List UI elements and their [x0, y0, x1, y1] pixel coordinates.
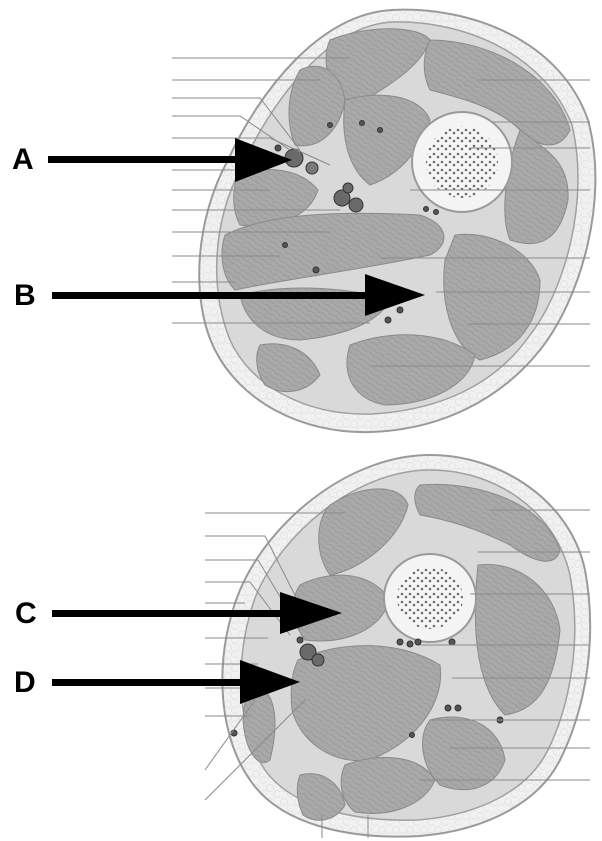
upper-femur-marrow: [426, 126, 498, 198]
marker-d: D: [14, 668, 36, 698]
marker-a: A: [12, 145, 34, 175]
upper-cross-section: [172, 10, 595, 432]
arrow-c: [52, 592, 342, 634]
marker-c: C: [15, 599, 37, 629]
marker-b: B: [14, 281, 36, 311]
lower-femur-marrow: [397, 567, 463, 629]
lower-cross-section: [205, 455, 590, 838]
